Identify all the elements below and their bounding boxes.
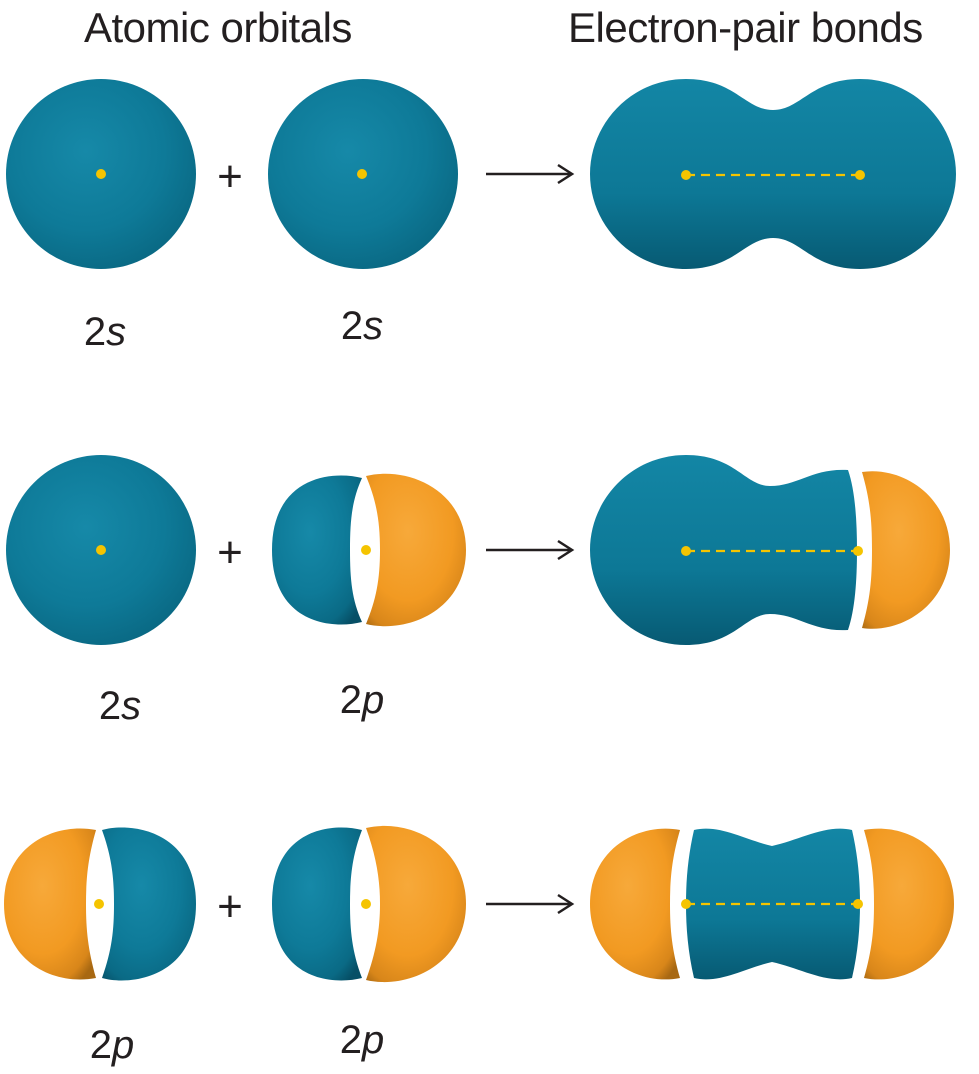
p-lobe-positive	[366, 473, 466, 627]
orbital-label: 2s	[340, 304, 384, 348]
p-lobe-negative	[272, 827, 362, 981]
p-lobe-negative	[102, 827, 196, 981]
nucleus-dot	[853, 899, 863, 909]
p-lobe-positive	[862, 471, 950, 629]
nucleus-dot	[94, 899, 104, 909]
row-s-p	[6, 455, 950, 645]
orbital-label: 2s	[83, 310, 127, 354]
nucleus-dot	[96, 169, 106, 179]
arrow-icon	[486, 539, 575, 561]
nucleus-dot	[681, 546, 691, 556]
nucleus-dot	[96, 545, 106, 555]
nucleus-dot	[855, 170, 865, 180]
nucleus-dot	[681, 899, 691, 909]
nucleus-dot	[361, 899, 371, 909]
row-s-s	[6, 79, 956, 269]
nucleus-dot	[681, 170, 691, 180]
p-lobe-positive	[864, 828, 954, 980]
p-lobe-negative	[272, 475, 362, 625]
orbital-label: 2s	[98, 684, 142, 728]
p-lobe-positive	[4, 828, 96, 980]
p-lobe-positive	[366, 825, 466, 983]
p-lobe-positive	[590, 828, 680, 980]
nucleus-dot	[853, 546, 863, 556]
sigma-bond-p-p	[686, 828, 860, 980]
electron-pair-bonds-heading: Electron-pair bonds	[568, 4, 923, 51]
orbital-label: 2p	[339, 678, 385, 722]
nucleus-dot	[361, 545, 371, 555]
orbital-label: 2p	[89, 1023, 135, 1067]
orbital-label: 2p	[339, 1018, 385, 1062]
nucleus-dot	[357, 169, 367, 179]
plus-sign: +	[217, 882, 243, 931]
atomic-orbitals-heading: Atomic orbitals	[84, 4, 352, 51]
plus-sign: +	[217, 152, 243, 201]
sigma-bond-s-s	[590, 79, 956, 269]
plus-sign: +	[217, 528, 243, 577]
row-p-p	[4, 825, 954, 983]
arrow-icon	[486, 163, 575, 185]
arrow-icon	[486, 893, 575, 915]
